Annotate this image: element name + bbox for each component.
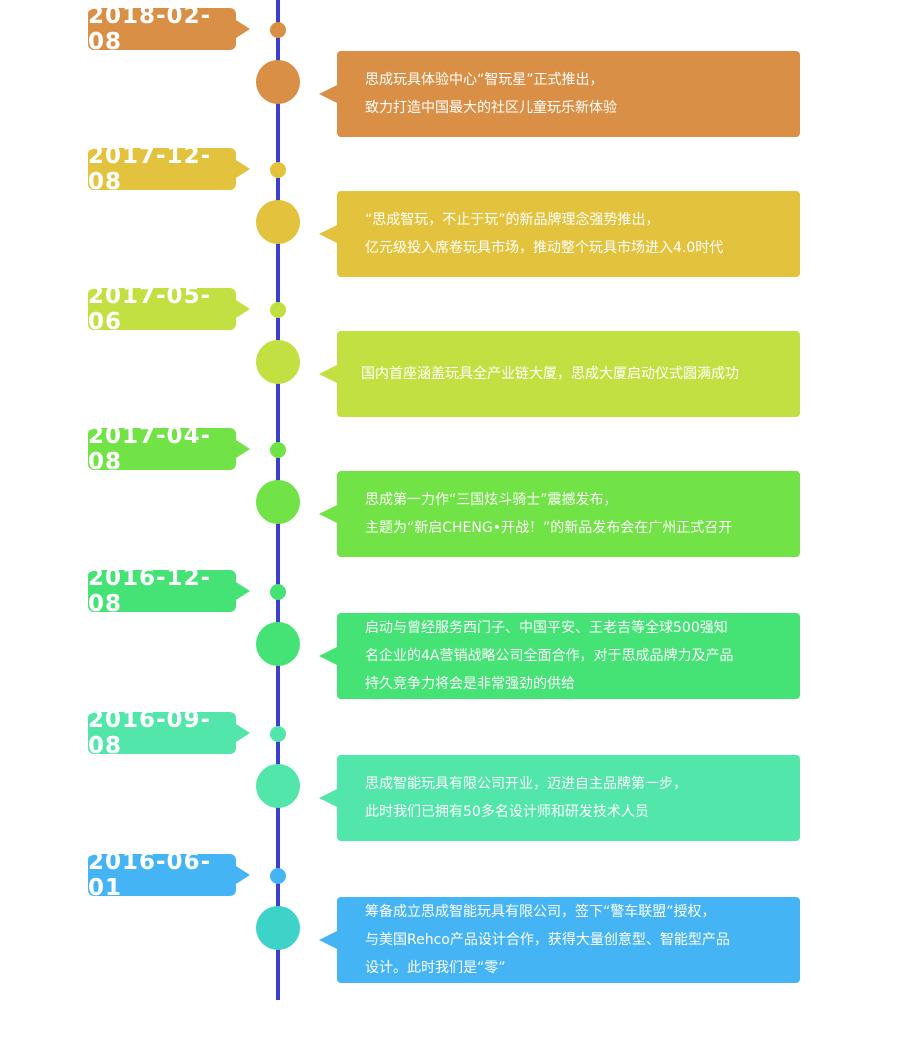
date-tag: 2018-02-08 [88,3,250,55]
event-card: 国内首座涵盖玩具全产业链大厦，思成大厦启动仪式圆满成功 [319,331,800,417]
timeline-dot-small [270,162,286,178]
timeline-entry: 2016-09-08 思成智能玩具有限公司开业，迈进自主品牌第一步， 此时我们已… [0,707,900,854]
event-text-line: “思成智玩，不止于玩”的新品牌理念强势推出， [365,212,660,228]
date-tag: 2016-06-01 [88,849,250,901]
timeline-dot-small [270,726,286,742]
timeline-dot-large [256,480,300,524]
event-card: 启动与曾经服务西门子、中国平安、王老吉等全球500强知 名企业的4A营销战略公司… [319,613,800,699]
event-text-line: 主题为“新启CHENG•开战！”的新品发布会在广州正式召开 [365,520,733,536]
date-tag: 2017-12-08 [88,143,250,195]
timeline-entry: 2016-12-08 启动与曾经服务西门子、中国平安、王老吉等全球500强知 名… [0,565,900,712]
timeline-dot-large [256,200,300,244]
event-text-line: 思成智能玩具有限公司开业，迈进自主品牌第一步， [365,776,687,792]
event-card: 思成第一力作“三国炫斗骑士”震撼发布， 主题为“新启CHENG•开战！”的新品发… [319,471,800,557]
event-text-line: 名企业的4A营销战略公司全面合作，对于思成品牌力及产品 [365,648,734,664]
event-text-line: 持久竞争力将会是非常强劲的供给 [365,676,575,692]
event-card: 筹备成立思成智能玩具有限公司，签下“警车联盟”授权， 与美国Rehco产品设计合… [319,897,800,983]
event-card: “思成智玩，不止于玩”的新品牌理念强势推出， 亿元级投入席卷玩具市场，推动整个玩… [319,191,800,277]
timeline-dot-small [270,302,286,318]
timeline-entry: 2018-02-08 思成玩具体验中心“智玩星”正式推出， 致力打造中国最大的社… [0,3,900,150]
event-text-line: 致力打造中国最大的社区儿童玩乐新体验 [365,100,617,116]
event-text-line: 启动与曾经服务西门子、中国平安、王老吉等全球500强知 [365,620,728,636]
timeline-dot-small [270,442,286,458]
event-card: 思成玩具体验中心“智玩星”正式推出， 致力打造中国最大的社区儿童玩乐新体验 [319,51,800,137]
timeline-dot-large [256,622,300,666]
event-text-line: 与美国Rehco产品设计合作，获得大量创意型、智能型产品 [365,932,730,948]
event-text-line: 亿元级投入席卷玩具市场，推动整个玩具市场进入4.0时代 [365,240,724,256]
timeline-dot-small [270,22,286,38]
timeline-dot-small [270,584,286,600]
timeline-dot-small [270,868,286,884]
timeline-dot-large [256,764,300,808]
date-tag: 2017-04-08 [88,423,250,475]
timeline-entry: 2017-12-08 “思成智玩，不止于玩”的新品牌理念强势推出， 亿元级投入席… [0,143,900,290]
timeline-entry: 2017-05-06 国内首座涵盖玩具全产业链大厦，思成大厦启动仪式圆满成功 [0,283,900,430]
event-text-line: 此时我们已拥有50多名设计师和研发技术人员 [365,804,649,820]
date-tag: 2016-09-08 [88,707,250,759]
timeline-entry: 2016-06-01 筹备成立思成智能玩具有限公司，签下“警车联盟”授权， 与美… [0,849,900,996]
event-text-line: 国内首座涵盖玩具全产业链大厦，思成大厦启动仪式圆满成功 [361,366,739,382]
event-text-line: 筹备成立思成智能玩具有限公司，签下“警车联盟”授权， [365,904,716,920]
timeline-dot-large [256,60,300,104]
timeline-dot-large [256,906,300,950]
date-tag: 2017-05-06 [88,283,250,335]
date-tag: 2016-12-08 [88,565,250,617]
event-text-line: 思成第一力作“三国炫斗骑士”震撼发布， [365,492,618,508]
timeline-entry: 2017-04-08 思成第一力作“三国炫斗骑士”震撼发布， 主题为“新启CHE… [0,423,900,570]
event-card: 思成智能玩具有限公司开业，迈进自主品牌第一步， 此时我们已拥有50多名设计师和研… [319,755,800,841]
timeline-dot-large [256,340,300,384]
event-text-line: 设计。此时我们是“零” [365,960,506,976]
event-text-line: 思成玩具体验中心“智玩星”正式推出， [365,72,604,88]
